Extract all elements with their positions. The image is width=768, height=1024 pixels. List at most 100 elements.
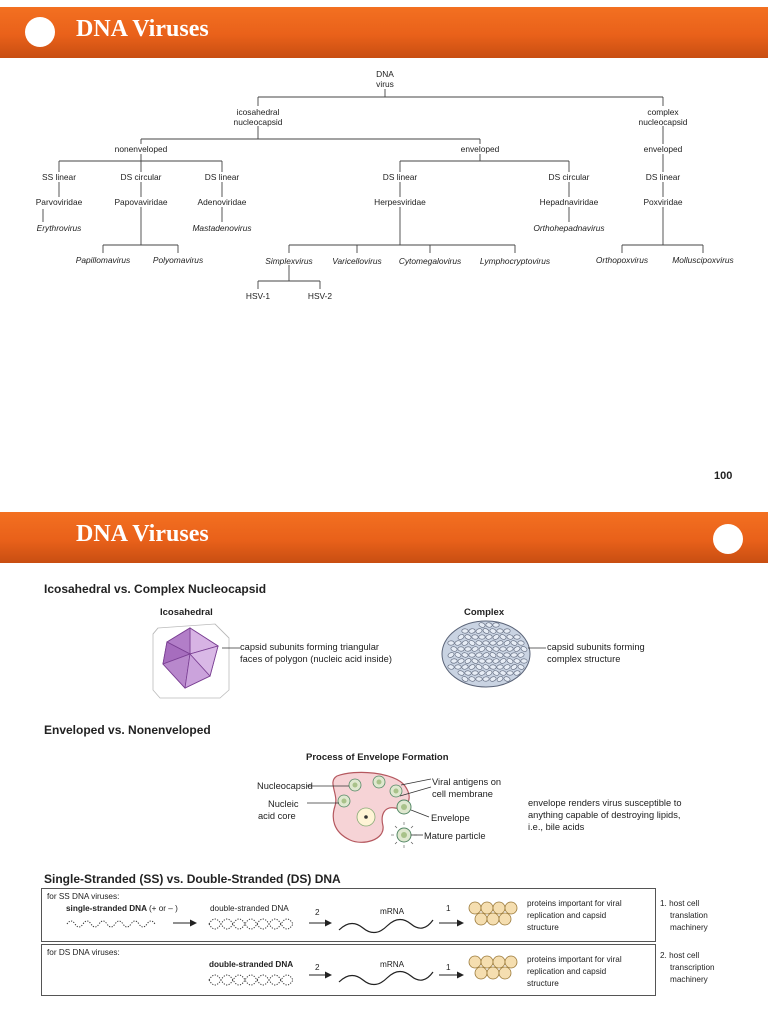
nucleocapsid-label: Nucleocapsid — [257, 781, 313, 791]
ss-for-label: for SS DNA viruses: — [47, 892, 120, 901]
circle-icon — [713, 524, 743, 554]
section-heading-nucleocapsid: Icosahedral vs. Complex Nucleocapsid — [44, 582, 267, 596]
node-hsv2: HSV-2 — [308, 291, 333, 301]
ds-double-helix — [208, 974, 294, 986]
node-poxviridae: Poxviridae — [643, 197, 682, 207]
node-icosahedral-line2: nucleocapsid — [234, 117, 283, 127]
node-erythrovirus: Erythrovirus — [37, 223, 82, 233]
node-hepadnaviridae: Hepadnaviridae — [540, 197, 599, 207]
viral-antigens-label-line1: Viral antigens on — [432, 777, 502, 787]
node-herpesviridae: Herpesviridae — [374, 197, 426, 207]
complex-caption-line2: complex structure — [547, 654, 621, 664]
section-heading-ss-vs-ds: Single-Stranded (SS) vs. Double-Stranded… — [44, 872, 341, 886]
ss-proteins-line3: structure — [527, 923, 559, 932]
ss-step1-label: 1 — [446, 904, 451, 913]
node-complex-line1: complex — [647, 107, 679, 117]
ss-protein-cluster — [468, 901, 518, 926]
ss-start-label: single-stranded DNA (+ or – ) — [66, 903, 178, 914]
ss-start-text: single-stranded DNA — [66, 904, 147, 913]
icosahedral-label: Icosahedral — [160, 607, 213, 618]
node-dna-virus-line1: DNA — [376, 69, 394, 79]
ds-start-label: double-stranded DNA — [209, 960, 294, 969]
ss-single-strand — [66, 920, 156, 928]
ss-middle-label: double-stranded DNA — [210, 904, 289, 913]
node-enveloped-right: enveloped — [644, 144, 683, 154]
node-mastadenovirus: Mastadenovirus — [192, 223, 252, 233]
complex-label: Complex — [464, 607, 505, 618]
ss-machinery-line3: machinery — [670, 923, 708, 932]
ss-mrna-wave — [338, 918, 434, 934]
ds-dna-box — [41, 944, 656, 996]
nucleic-acid-core-label-line2: acid core — [258, 811, 296, 821]
icosahedral-caption-line1: capsid subunits forming triangular — [240, 642, 380, 652]
node-cytomegalovirus: Cytomegalovirus — [399, 256, 462, 266]
node-icosahedral-line1: icosahedral — [237, 107, 280, 117]
ds-step2-label: 2 — [315, 963, 320, 972]
node-orthopoxvirus: Orthopoxvirus — [596, 255, 649, 265]
complex-capsid-illustration — [441, 620, 531, 688]
slide2-title: DNA Viruses — [76, 521, 209, 547]
ds-proteins-line3: structure — [527, 979, 559, 988]
ss-step2-label: 2 — [315, 908, 320, 917]
slide1-title: DNA Viruses — [76, 16, 209, 42]
page-number: 100 — [714, 470, 733, 482]
ds-machinery-line1: 2. host cell — [660, 951, 700, 960]
complex-caption-line1: capsid subunits forming — [547, 642, 645, 652]
ds-proteins-line1: proteins important for viral — [527, 955, 622, 964]
node-lymphocryptovirus: Lymphocryptovirus — [480, 256, 551, 266]
ds-machinery-line2: transcription — [670, 963, 715, 972]
node-hsv1: HSV-1 — [246, 291, 271, 301]
node-complex-line2: nucleocapsid — [639, 117, 688, 127]
node-nonenveloped: nonenveloped — [115, 144, 168, 154]
ss-proteins-line1: proteins important for viral — [527, 899, 622, 908]
viral-antigens-label-line2: cell membrane — [432, 789, 493, 799]
ds-for-label: for DS DNA viruses: — [47, 948, 120, 957]
node-adenoviridae: Adenoviridae — [198, 197, 247, 207]
node-papillomavirus: Papillomavirus — [76, 255, 131, 265]
icosahedron-illustration — [152, 623, 230, 699]
ss-dna-box — [41, 888, 656, 942]
envelope-note-line2: anything capable of destroying lipids, — [528, 810, 681, 820]
node-ds-circular-1: DS circular — [121, 172, 162, 182]
ds-proteins-line2: replication and capsid — [527, 967, 607, 976]
ss-machinery-line2: translation — [670, 911, 708, 920]
ss-double-helix — [208, 918, 294, 930]
slide1-banner: DNA Viruses — [0, 7, 768, 58]
ds-step1-label: 1 — [446, 963, 451, 972]
ss-machinery-line1: 1. host cell — [660, 899, 700, 908]
ds-mrna-wave — [338, 970, 434, 986]
node-ds-circular-2: DS circular — [549, 172, 590, 182]
node-molluscipoxvirus: Molluscipoxvirus — [672, 255, 734, 265]
envelope-formation-illustration — [307, 771, 432, 848]
node-papovaviridae: Papovaviridae — [114, 197, 167, 207]
ds-mrna-label: mRNA — [380, 960, 405, 969]
dna-virus-classification-tree: DNA virus icosahedral nucleocapsid compl… — [36, 69, 735, 301]
slide2-banner: DNA Viruses — [0, 512, 768, 563]
nucleic-acid-core-label-line1: Nucleic — [268, 799, 299, 809]
node-enveloped-left: enveloped — [461, 144, 500, 154]
circle-icon — [25, 17, 55, 47]
envelope-figure-title: Process of Envelope Formation — [306, 752, 449, 763]
envelope-note-line3: i.e., bile acids — [528, 822, 585, 832]
node-ds-linear-3: DS linear — [646, 172, 681, 182]
envelope-note-line1: envelope renders virus susceptible to — [528, 798, 682, 808]
icosahedral-pointer-line — [222, 647, 240, 649]
icosahedral-caption-line2: faces of polygon (nucleic acid inside) — [240, 654, 392, 664]
node-parvoviridae: Parvoviridae — [36, 197, 83, 207]
mature-particle-label: Mature particle — [424, 831, 486, 841]
envelope-label: Envelope — [431, 813, 470, 823]
tree-connectors — [42, 89, 704, 289]
ss-proteins-line2: replication and capsid — [527, 911, 607, 920]
node-ds-linear-2: DS linear — [383, 172, 418, 182]
node-varicellovirus: Varicellovirus — [332, 256, 382, 266]
node-orthohepadnavirus: Orthohepadnavirus — [533, 223, 605, 233]
slide-separator — [0, 503, 768, 512]
ss-start-suffix: (+ or – ) — [148, 904, 178, 913]
dna-pathway-graphics — [66, 901, 518, 986]
ss-mrna-label: mRNA — [380, 907, 405, 916]
complex-pointer-line — [528, 647, 546, 649]
node-ss-linear: SS linear — [42, 172, 76, 182]
ds-protein-cluster — [468, 955, 518, 980]
node-polyomavirus: Polyomavirus — [153, 255, 204, 265]
node-ds-linear-1: DS linear — [205, 172, 240, 182]
